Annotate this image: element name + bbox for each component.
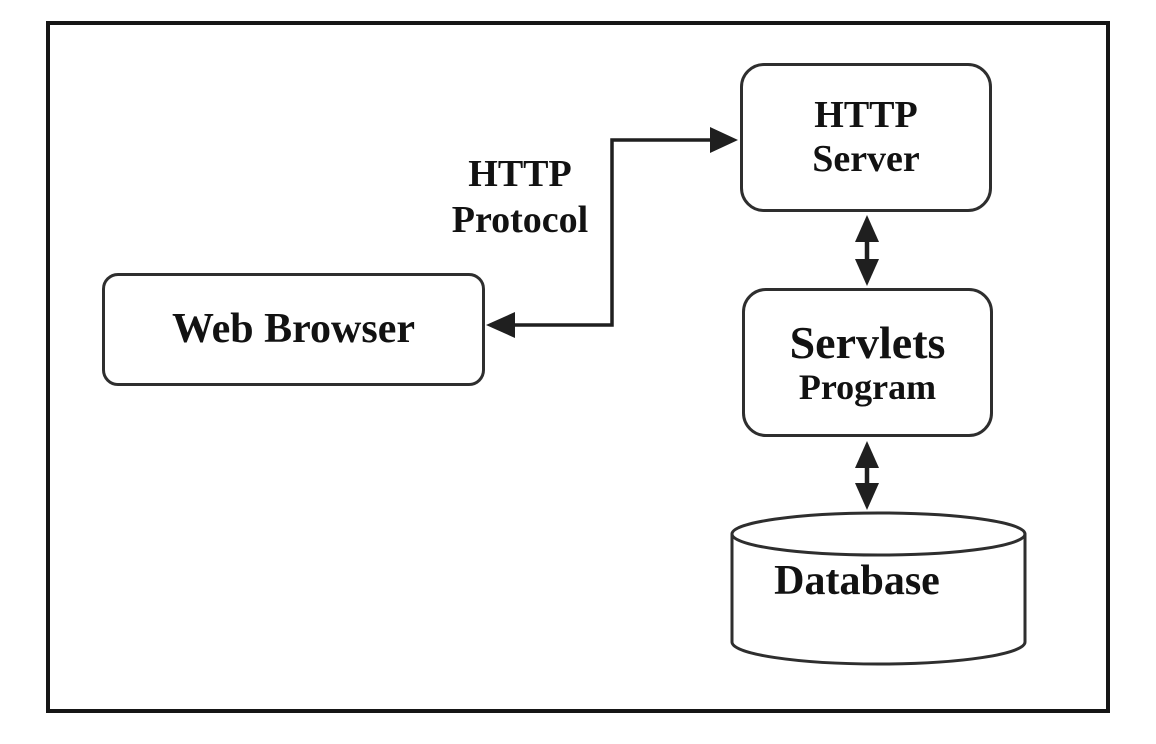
http-protocol-label-line2: Protocol <box>451 198 589 241</box>
http-server-label-line1: HTTP <box>814 93 918 136</box>
http-protocol-label-line1: HTTP <box>468 153 572 195</box>
database-label-container: Database <box>727 556 987 606</box>
node-http-server: HTTP Server <box>740 63 992 212</box>
node-servlets-program: Servlets Program <box>742 288 993 437</box>
http-protocol-edge-label: HTTP Protocol <box>400 152 640 243</box>
servlets-label-line2: Program <box>798 366 937 407</box>
database-label: Database <box>774 558 940 604</box>
node-web-browser: Web Browser <box>102 273 485 386</box>
web-browser-label: Web Browser <box>171 306 416 353</box>
servlets-label-line1: Servlets <box>789 316 946 368</box>
http-server-label-line2: Server <box>812 137 920 180</box>
